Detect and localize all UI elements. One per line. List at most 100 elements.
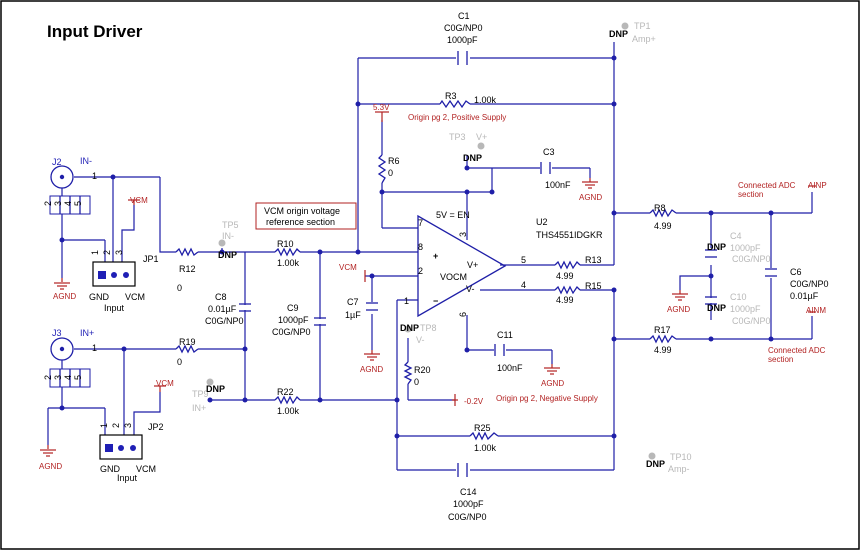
resistor-icon bbox=[377, 154, 387, 184]
tp9-net: IN+ bbox=[192, 403, 206, 413]
j2-pin-5: 5 bbox=[73, 201, 83, 206]
tp5-net: IN- bbox=[222, 231, 234, 241]
ground-icons bbox=[40, 178, 688, 457]
c3-value: 100nF bbox=[545, 180, 571, 190]
r8-value: 4.99 bbox=[654, 221, 672, 231]
jp2-pin-1: 1 bbox=[99, 423, 109, 428]
tp3-net: V+ bbox=[476, 132, 487, 142]
c9-dielectric: C0G/NP0 bbox=[272, 327, 311, 337]
resistor-icon bbox=[439, 99, 471, 109]
tp8-net: V- bbox=[416, 335, 425, 345]
resistor-icon bbox=[274, 247, 301, 257]
adc-ainp: AINP bbox=[808, 181, 827, 190]
opamp-pin-3: 3 bbox=[458, 232, 468, 237]
neg-note: Origin pg 2, Negative Supply bbox=[496, 394, 598, 403]
adc-ainm: AINM bbox=[806, 306, 826, 315]
r13-ref: R13 bbox=[585, 255, 602, 265]
adc-note-top-1: Connected ADC bbox=[738, 181, 796, 190]
adc-note-bottom-1: Connected ADC bbox=[768, 346, 826, 355]
c7-ref: C7 bbox=[347, 297, 359, 307]
c14-dielectric: C0G/NP0 bbox=[448, 512, 487, 522]
jumper-jp1 bbox=[92, 261, 136, 287]
c1-dielectric: C0G/NP0 bbox=[444, 23, 483, 33]
ground-icon bbox=[544, 364, 560, 375]
r12-ref: R12 bbox=[179, 264, 196, 274]
c10-dielectric: C0G/NP0 bbox=[732, 316, 771, 326]
c7-value: 1µF bbox=[345, 310, 361, 320]
tp10-ref: TP10 bbox=[670, 452, 692, 462]
tp10-net: Amp- bbox=[668, 464, 690, 474]
r8-ref: R8 bbox=[654, 203, 666, 213]
opamp-pin-4: 4 bbox=[521, 280, 526, 290]
resistor-icon bbox=[175, 247, 199, 257]
pos-note: Origin pg 2, Positive Supply bbox=[408, 113, 506, 122]
agnd-label-5: AGND bbox=[541, 379, 564, 388]
pos-rail: 5.3V bbox=[373, 103, 390, 112]
r20-ref: R20 bbox=[414, 365, 431, 375]
c6-dielectric: C0G/NP0 bbox=[790, 279, 829, 289]
j3-net: IN+ bbox=[80, 328, 94, 338]
capacitor-icon bbox=[457, 463, 468, 477]
tp1-dnp: DNP bbox=[609, 29, 628, 39]
r22-value: 1.00k bbox=[277, 406, 300, 416]
r25-ref: R25 bbox=[474, 423, 491, 433]
c10-value: 1000pF bbox=[730, 304, 761, 314]
jp2-vcm: VCM bbox=[136, 464, 156, 474]
c10-dnp: DNP bbox=[707, 303, 726, 313]
opamp-pin-5: 5 bbox=[521, 255, 526, 265]
j3-pin-3: 3 bbox=[53, 375, 63, 380]
j3-ref: J3 bbox=[52, 328, 62, 338]
c8-dielectric: C0G/NP0 bbox=[205, 316, 244, 326]
c6-value: 0.01µF bbox=[790, 291, 819, 301]
c4-ref: C4 bbox=[730, 231, 742, 241]
opamp-minus: − bbox=[433, 296, 438, 306]
opamp-pin-1: 1 bbox=[404, 296, 409, 306]
ground-icon bbox=[582, 178, 598, 189]
ground-icon bbox=[672, 290, 688, 301]
capacitor-icon bbox=[457, 51, 468, 65]
opamp-pin-7: 7 bbox=[418, 218, 423, 228]
j3-pin: 1 bbox=[92, 343, 97, 353]
c1-ref: C1 bbox=[458, 11, 470, 21]
wires bbox=[47, 42, 813, 471]
c11-value: 100nF bbox=[497, 363, 523, 373]
page-title: Input Driver bbox=[47, 22, 143, 41]
vcm-box-line2: reference section bbox=[266, 217, 335, 227]
jumper-jp2 bbox=[99, 434, 143, 460]
c14-value: 1000pF bbox=[453, 499, 484, 509]
vcm-origin-box bbox=[255, 202, 357, 230]
ground-icon bbox=[364, 350, 380, 361]
r25-value: 1.00k bbox=[474, 443, 497, 453]
opamp-pin-2: 2 bbox=[418, 266, 423, 276]
agnd-label-6: AGND bbox=[667, 305, 690, 314]
jp1-gnd: GND bbox=[89, 292, 110, 302]
r6-ref: R6 bbox=[388, 156, 400, 166]
opamp-part: THS4551IDGKR bbox=[536, 230, 603, 240]
opamp-ref: U2 bbox=[536, 217, 548, 227]
r22-ref: R22 bbox=[277, 387, 294, 397]
jp1-label: Input bbox=[104, 303, 125, 313]
j3-pin-4: 4 bbox=[63, 375, 73, 380]
resistor-icon bbox=[175, 344, 199, 354]
r3-ref: R3 bbox=[445, 91, 457, 101]
c4-dielectric: C0G/NP0 bbox=[732, 254, 771, 264]
jp1-pin-1: 1 bbox=[90, 250, 100, 255]
c11-ref: C11 bbox=[497, 330, 513, 340]
c10-ref: C10 bbox=[730, 292, 747, 302]
jp1-pin-3: 3 bbox=[114, 250, 124, 255]
tp1-ref: TP1 bbox=[634, 21, 651, 31]
r12-value: 0 bbox=[177, 283, 182, 293]
capacitor-icon bbox=[705, 296, 717, 305]
r19-value: 0 bbox=[177, 357, 182, 367]
capacitor-icon bbox=[540, 162, 551, 174]
opamp-out-neg: V- bbox=[466, 284, 475, 294]
resistor-icon bbox=[469, 431, 499, 441]
resistor-icon bbox=[649, 334, 677, 344]
tp3-ref: TP3 bbox=[449, 132, 466, 142]
jp1-ref: JP1 bbox=[143, 254, 159, 264]
tp5-dnp: DNP bbox=[218, 250, 237, 260]
tp8-ref: TP8 bbox=[420, 323, 437, 333]
testpoint-markers bbox=[206, 22, 656, 460]
opamp-pin-8: 8 bbox=[418, 242, 423, 252]
